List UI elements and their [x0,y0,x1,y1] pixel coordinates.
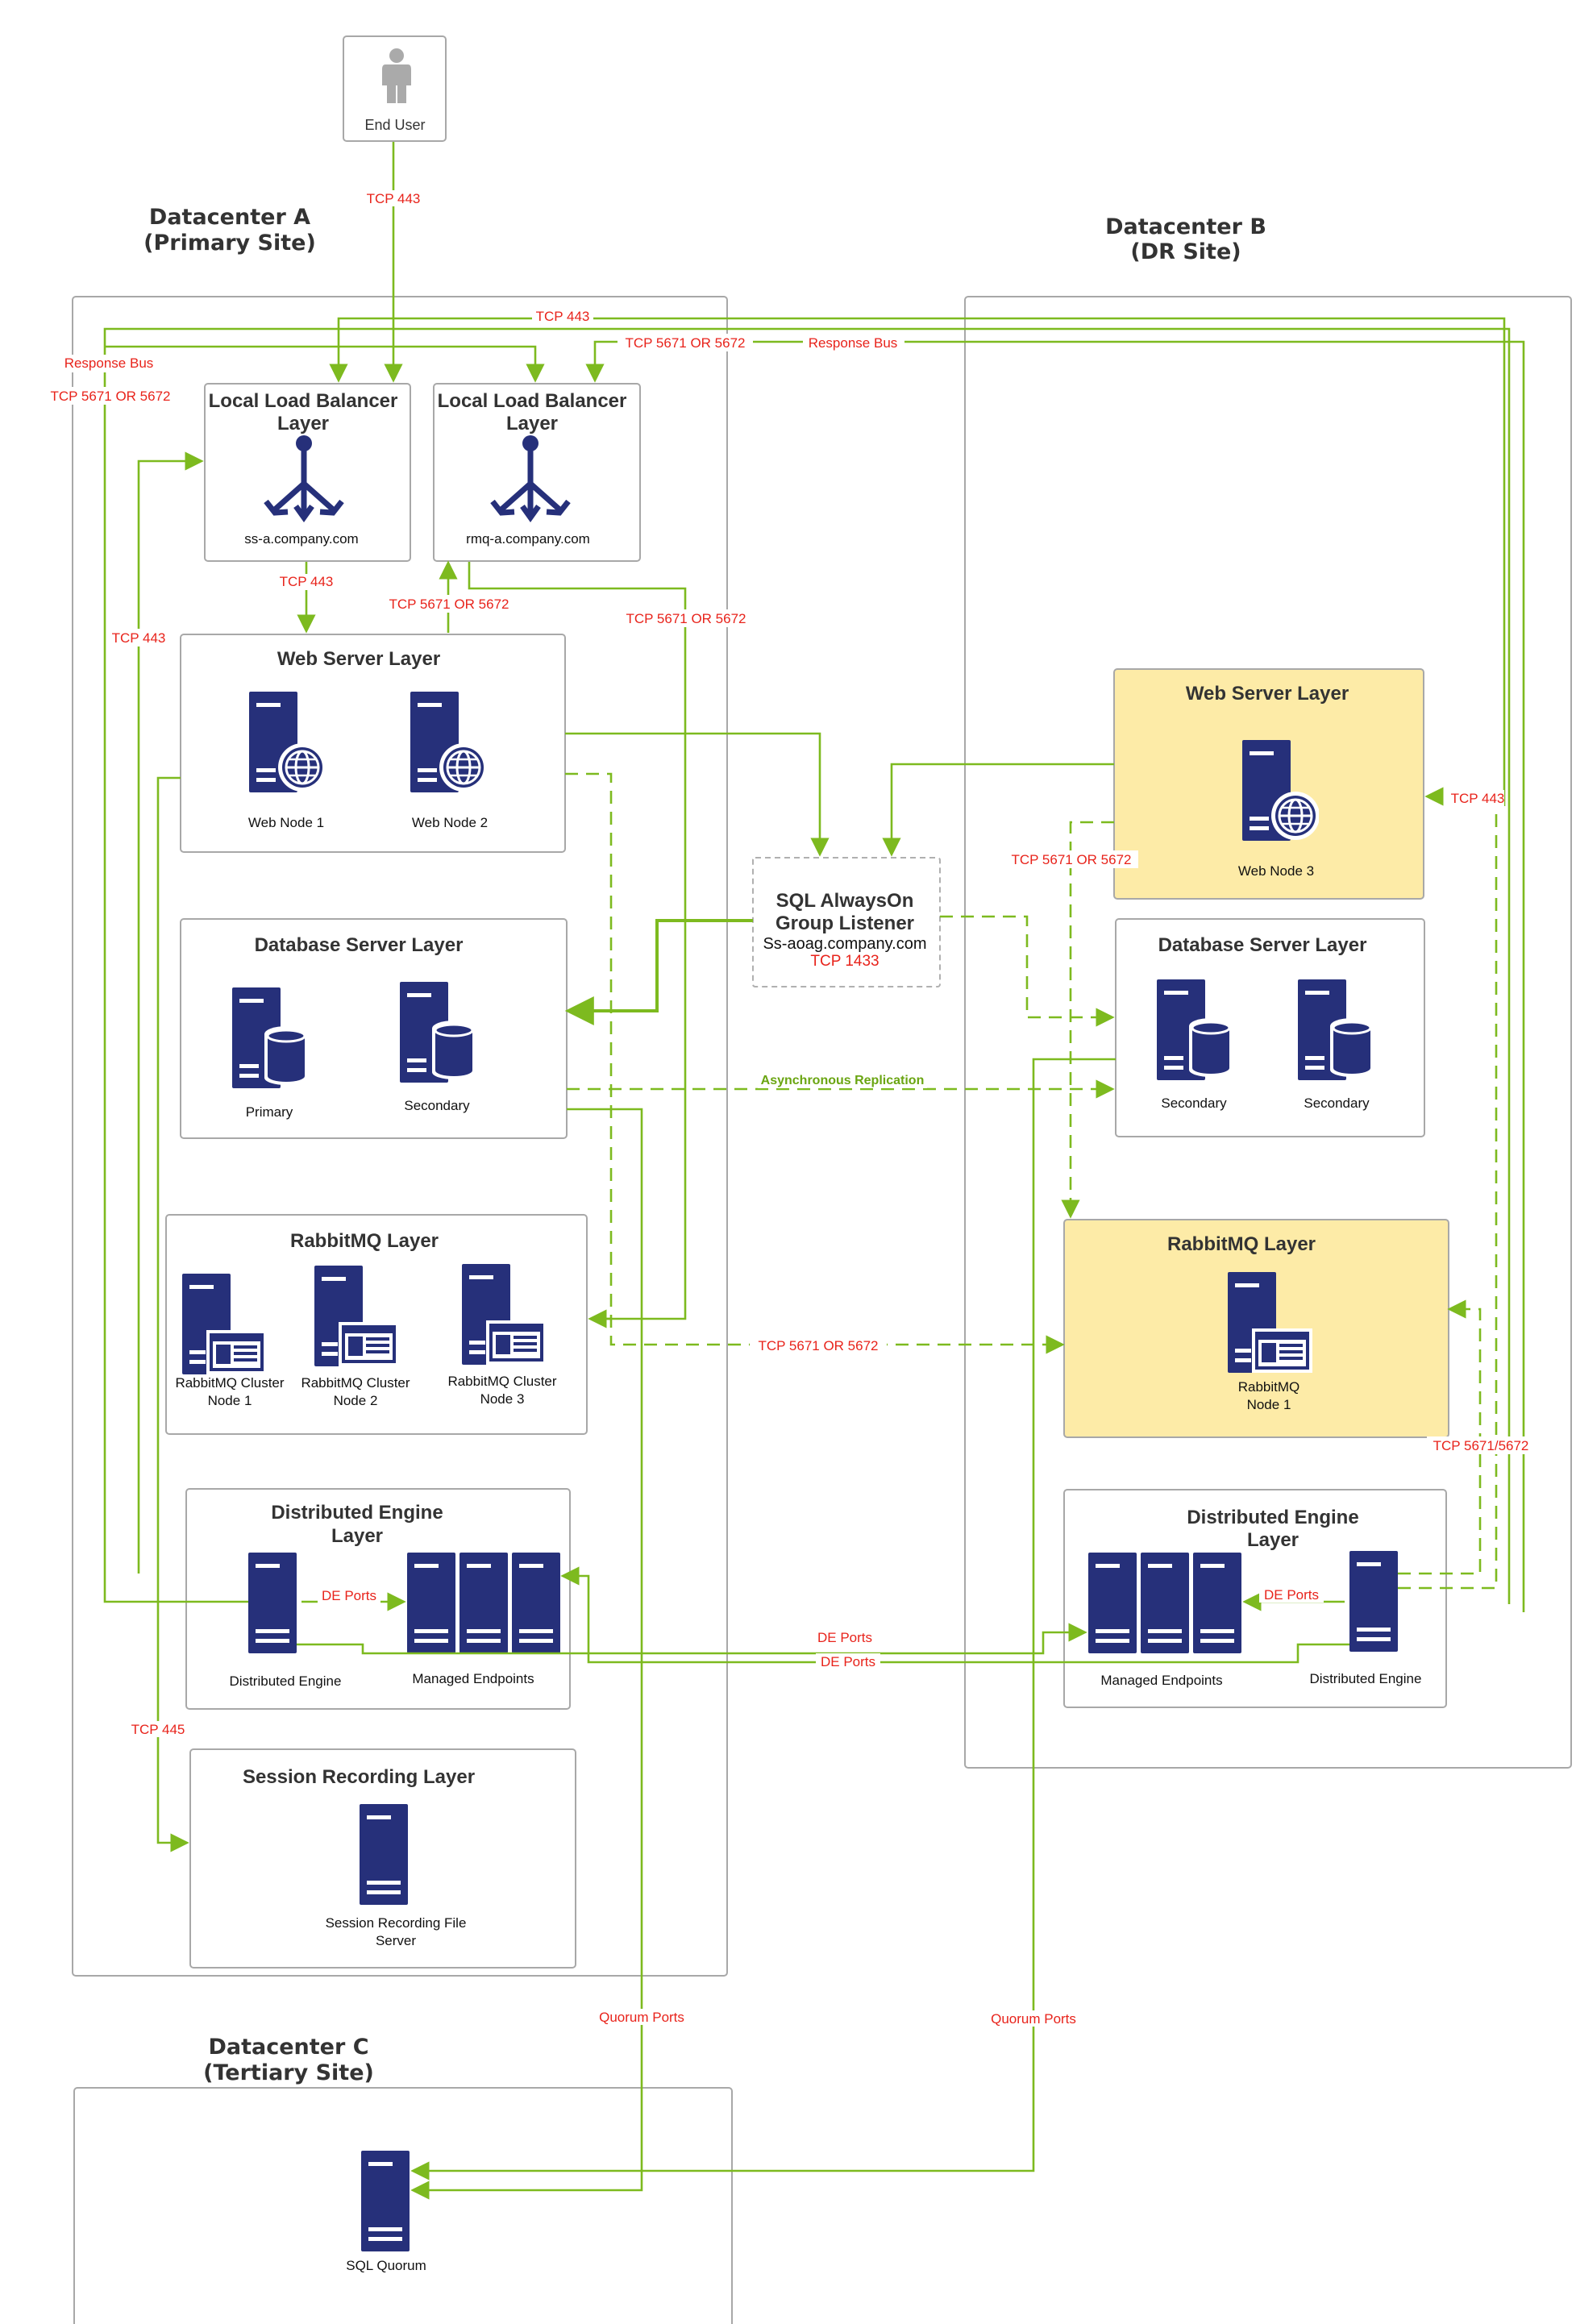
datacenter-a-subtitle: (Primary Site) [143,231,316,256]
distributed-engine-server-icon [248,1553,297,1653]
session-server-label-2: Server [376,1933,416,1948]
db-secondary-label: Secondary [404,1098,470,1113]
label-quorum-right: Quorum Ports [991,2011,1076,2027]
datacenter-c-subtitle: (Tertiary Site) [203,2060,374,2085]
lb-rmq-host: rmq-a.company.com [466,531,590,547]
db-layer-b-title: Database Server Layer [1158,934,1367,956]
lb-ss-box [204,383,411,562]
de-b-endpoints-label: Managed Endpoints [1100,1673,1222,1688]
datacenter-b-title: Datacenter B [1105,214,1266,239]
datacenter-c-container [73,2087,733,2324]
end-user-label: End User [364,117,425,133]
file-server-icon [360,1804,408,1905]
de-layer-b-title-2: Layer [1247,1529,1299,1551]
datacenter-a-title: Datacenter A [149,205,310,230]
label-tcp5671-left: TCP 5671 OR 5672 [51,389,171,404]
label-tcp5671-top: TCP 5671 OR 5672 [626,335,746,351]
web-node-1-label: Web Node 1 [248,815,324,830]
datacenter-b-container [964,296,1572,1769]
db-layer-a-title: Database Server Layer [255,934,464,956]
session-recording-title: Session Recording Layer [243,1766,475,1788]
label-tcp5671-web-dr: TCP 5671 OR 5672 [1012,852,1132,867]
web-layer-b-title: Web Server Layer [1186,683,1349,705]
web-layer-a-title: Web Server Layer [277,648,440,670]
rmq-node-3-label-1: RabbitMQ Cluster [447,1374,556,1389]
distributed-engine-server-icon [1349,1551,1398,1652]
sql-quorum-label: SQL Quorum [346,2258,426,2273]
label-tcp443-top: TCP 443 [536,309,590,324]
lb-ss-host: ss-a.company.com [244,531,358,547]
sql-quorum-server-icon [361,2151,410,2251]
label-tcp443-right: TCP 443 [1451,791,1505,806]
rmq-b-node-label-2: Node 1 [1247,1397,1291,1412]
label-de-ports-b: DE Ports [1264,1587,1319,1603]
sql-listener-title-1: SQL AlwaysOn [776,890,914,912]
label-de-ports-a: DE Ports [322,1588,376,1603]
managed-endpoint-server-icon [512,1553,560,1653]
rmq-layer-a-title: RabbitMQ Layer [290,1230,439,1252]
web-layer-a-box [180,634,566,853]
lb-ss-title-1: Local Load Balancer [209,390,398,412]
de-layer-a-title-1: Distributed Engine [271,1502,443,1524]
label-tcp443-lb-web: TCP 443 [280,574,334,589]
rmq-node-2-label-1: RabbitMQ Cluster [301,1375,410,1391]
rmq-node-1-label-1: RabbitMQ Cluster [175,1375,284,1391]
label-tcp445: TCP 445 [131,1722,185,1737]
db-b-secondary-2-label: Secondary [1304,1095,1370,1111]
session-server-label-1: Session Recording File [326,1915,467,1931]
managed-endpoint-server-icon [1088,1553,1137,1653]
label-de-ports-mid1: DE Ports [817,1630,872,1645]
label-tcp5671-lb-rmq: TCP 5671 OR 5672 [626,611,746,626]
label-tcp5671-web-lb: TCP 5671 OR 5672 [389,597,509,612]
rmq-node-2-label-2: Node 2 [334,1393,378,1408]
rmq-node-3-label-2: Node 3 [480,1391,525,1407]
label-tcp5671-5672-right: TCP 5671/5672 [1433,1438,1529,1453]
datacenter-a-container [72,296,728,1977]
rmq-b-node-label-1: RabbitMQ [1238,1379,1300,1395]
web-node-3-label: Web Node 3 [1238,863,1314,879]
sql-listener-title-2: Group Listener [776,913,914,934]
lb-rmq-title-2: Layer [506,413,558,434]
managed-endpoint-server-icon [407,1553,455,1653]
label-response-bus-right: Response Bus [809,335,898,351]
de-a-endpoints-label: Managed Endpoints [412,1671,534,1686]
lb-rmq-title-1: Local Load Balancer [438,390,627,412]
lb-ss-title-2: Layer [277,413,329,434]
sql-listener-port: TCP 1433 [810,953,879,970]
de-b-engine-label: Distributed Engine [1310,1671,1422,1686]
label-response-bus-left: Response Bus [64,355,154,371]
db-layer-b-box [1115,918,1425,1137]
de-layer-b-title-1: Distributed Engine [1187,1507,1358,1528]
managed-endpoint-server-icon [459,1553,508,1653]
label-tcp443-user: TCP 443 [367,191,421,206]
label-de-ports-mid2: DE Ports [821,1654,875,1669]
db-b-secondary-1-label: Secondary [1161,1095,1227,1111]
rmq-node-1-label-2: Node 1 [208,1393,252,1408]
label-tcp443-left: TCP 443 [112,630,166,646]
label-quorum-left: Quorum Ports [599,2010,684,2025]
datacenter-c-title: Datacenter C [208,2035,368,2060]
sql-listener-host: Ss-aoag.company.com [763,935,926,953]
de-a-engine-label: Distributed Engine [230,1673,342,1689]
rmq-layer-b-title: RabbitMQ Layer [1167,1233,1316,1255]
de-layer-a-title-2: Layer [331,1525,383,1547]
web-node-2-label: Web Node 2 [412,815,488,830]
managed-endpoint-server-icon [1193,1553,1241,1653]
datacenter-b-subtitle: (DR Site) [1130,239,1241,264]
db-primary-label: Primary [246,1104,293,1120]
lb-rmq-box [433,383,641,562]
managed-endpoint-server-icon [1141,1553,1189,1653]
label-async-replication: Asynchronous Replication [761,1074,925,1087]
label-tcp5671-rmq: TCP 5671 OR 5672 [759,1338,879,1353]
